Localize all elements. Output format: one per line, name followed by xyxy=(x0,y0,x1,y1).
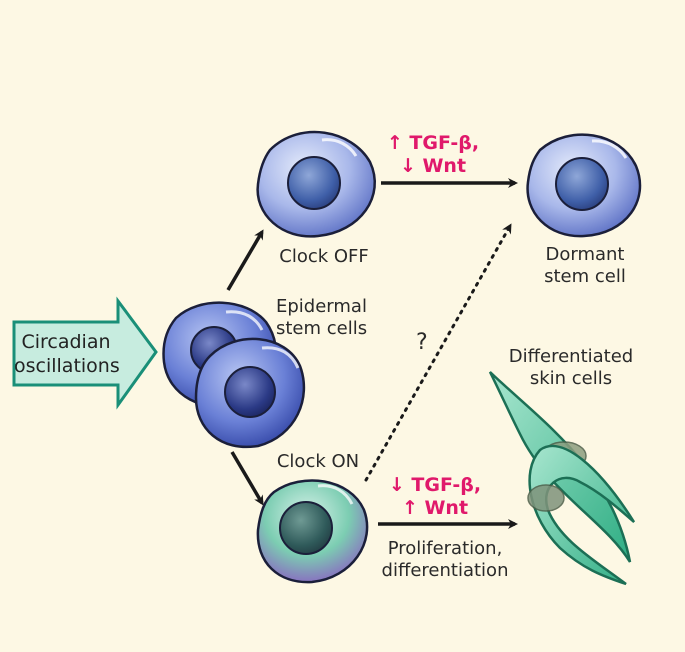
epidermal-label-line1: Epidermal xyxy=(276,296,367,317)
clock-on-label: Clock ON xyxy=(276,451,360,472)
differentiated-label-line2: skin cells xyxy=(529,368,613,389)
clock-off-label: Clock OFF xyxy=(279,246,369,267)
dormant-cell xyxy=(526,133,642,238)
differentiated-cells-label: Differentiated skin cells xyxy=(496,346,646,390)
signal-top-label: ↑ TGF-β, ↓ Wnt xyxy=(378,132,488,178)
outcome-label-line2: differentiation xyxy=(381,560,509,581)
outcome-bottom-label: Proliferation, differentiation xyxy=(370,538,520,582)
outcome-label-line1: Proliferation, xyxy=(387,538,503,559)
circadian-input-label: Circadian oscillations xyxy=(14,330,120,378)
signal-bottom-line1: ↓ TGF-β, xyxy=(388,474,482,496)
question-mark: ? xyxy=(416,330,428,355)
epidermal-stem-cells-label: Epidermal stem cells xyxy=(276,296,367,340)
signal-top-line2: ↓ Wnt xyxy=(399,155,467,177)
circadian-label-line2: oscillations xyxy=(14,355,120,377)
dotted-arrow-to-dormant xyxy=(364,223,512,482)
arrow-to-clock-on xyxy=(230,451,264,506)
clock-off-cell xyxy=(256,130,376,238)
differentiated-label-line1: Differentiated xyxy=(508,346,634,367)
circadian-label-line1: Circadian xyxy=(21,331,111,353)
epidermal-stem-cell-front xyxy=(194,337,306,449)
dormant-label-line2: stem cell xyxy=(544,266,626,287)
dormant-label-line1: Dormant xyxy=(545,244,625,265)
differentiated-skin-cells xyxy=(488,371,636,586)
clock-on-cell xyxy=(256,479,369,584)
circadian-input-arrow xyxy=(12,296,158,410)
signal-bottom-label: ↓ TGF-β, ↑ Wnt xyxy=(380,474,490,520)
signal-top-line1: ↑ TGF-β, xyxy=(386,132,480,154)
arrow-to-clock-off xyxy=(226,229,264,291)
dormant-stem-cell-label: Dormant stem cell xyxy=(525,244,645,288)
epidermal-label-line2: stem cells xyxy=(276,318,368,339)
differentiated-cell-2 xyxy=(528,444,636,586)
signal-bottom-line2: ↑ Wnt xyxy=(401,497,469,519)
